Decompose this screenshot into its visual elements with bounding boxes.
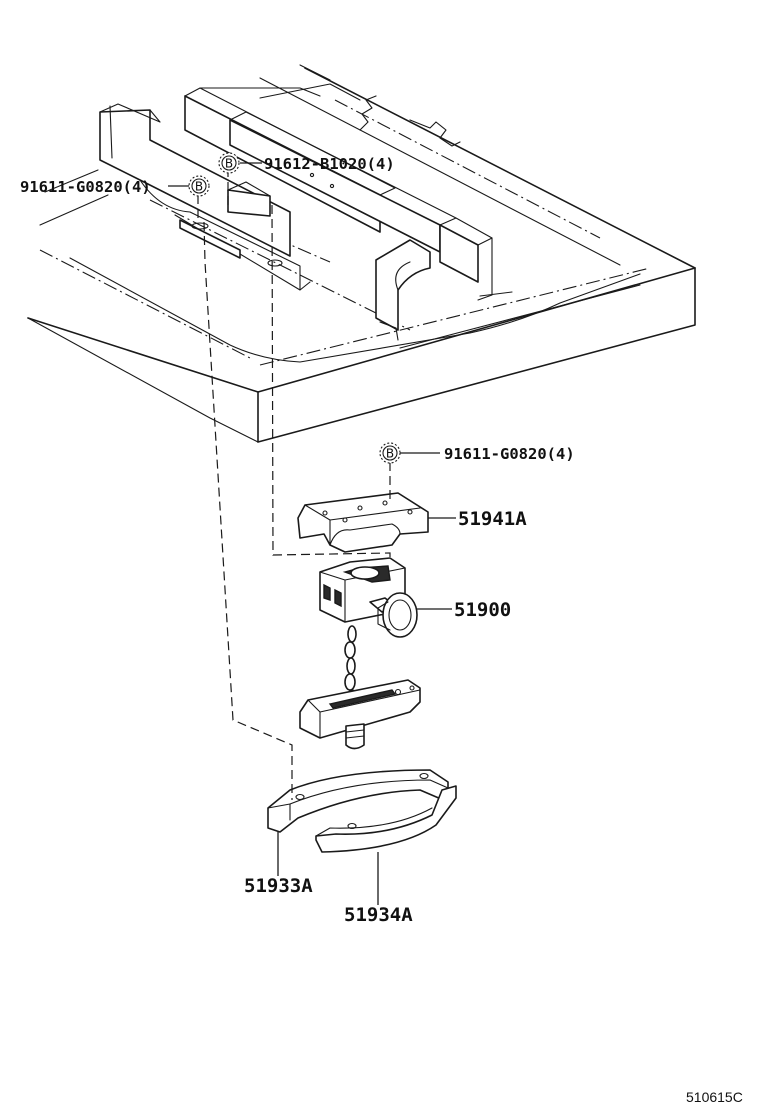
vehicle-floor-frame bbox=[27, 64, 696, 443]
install-lines bbox=[197, 168, 391, 800]
spare-tire-carrier bbox=[299, 557, 421, 750]
svg-text:B: B bbox=[386, 447, 394, 461]
spare-tire-holder bbox=[297, 492, 429, 553]
part-label-carrier: 51900 bbox=[454, 599, 511, 621]
part-label-bracket-right: 51934A bbox=[344, 904, 413, 926]
svg-text:B: B bbox=[225, 157, 233, 171]
part-label-bracket-left: 51933A bbox=[244, 875, 313, 897]
part-label-bolt-mid: 91611-G0820(4) bbox=[444, 445, 575, 463]
svg-text:B: B bbox=[195, 180, 203, 194]
b-mark-upper: B bbox=[218, 152, 240, 174]
tire-support-brackets bbox=[267, 769, 457, 853]
b-mark-left: B bbox=[188, 175, 210, 197]
part-label-holder: 51941A bbox=[458, 508, 527, 530]
b-mark-mid: B bbox=[379, 442, 401, 464]
part-label-bolt-left: 91611-G0820(4) bbox=[20, 178, 151, 196]
part-label-bolt-upper: 91612-B1020(4) bbox=[264, 155, 395, 173]
drawing-code: 510615C bbox=[686, 1089, 743, 1105]
